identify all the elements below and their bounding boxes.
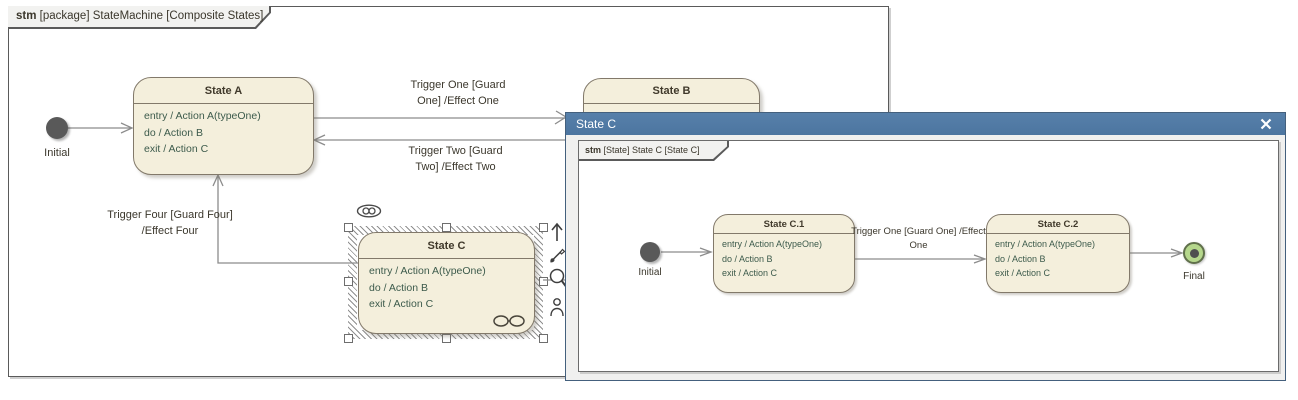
state-a[interactable]: State A entry / Action A(typeOne) do / A… bbox=[133, 77, 314, 175]
frame-title: [package] StateMachine [Composite States… bbox=[36, 10, 264, 22]
state-b-title: State B bbox=[584, 79, 759, 104]
person-icon[interactable] bbox=[549, 297, 565, 318]
inner-initial-label: Initial bbox=[638, 267, 662, 278]
transition-four-label[interactable]: Trigger Four [Guard Four] /Effect Four bbox=[107, 209, 233, 237]
final-node[interactable] bbox=[1183, 242, 1205, 264]
frame-tab-fill bbox=[8, 6, 269, 27]
composite-glasses-icon[interactable] bbox=[492, 314, 526, 328]
transition-one-a-to-b[interactable] bbox=[312, 110, 568, 125]
state-c1[interactable]: State C.1 entry / Action A(typeOne) do /… bbox=[713, 214, 855, 293]
initial-node[interactable] bbox=[46, 117, 68, 139]
inner-initial-node[interactable] bbox=[640, 242, 660, 262]
transition-initial-to-c1[interactable] bbox=[661, 247, 713, 257]
state-c-entry: entry / Action A(typeOne) bbox=[369, 265, 486, 277]
transition-two-b-to-a[interactable] bbox=[312, 134, 570, 146]
inner-frame-keyword: stm bbox=[585, 145, 602, 155]
state-c2-do: do / Action B bbox=[995, 253, 1046, 264]
open-arrowhead-icon bbox=[120, 122, 134, 134]
inner-frame-label-tab: stm [State] State C [State C] bbox=[579, 141, 729, 161]
state-c-do: do / Action B bbox=[369, 281, 428, 294]
main-frame-label-tab: stm [package] StateMachine [Composite St… bbox=[8, 6, 271, 29]
close-icon[interactable] bbox=[1260, 118, 1272, 130]
transition-c2-to-final[interactable] bbox=[1128, 248, 1184, 258]
state-c1-exit: exit / Action C bbox=[722, 268, 778, 278]
selection-handle-e[interactable] bbox=[539, 277, 548, 286]
selection-handle-s[interactable] bbox=[442, 334, 451, 343]
transition-c1-to-c2[interactable] bbox=[853, 254, 987, 264]
transition-two-label[interactable]: Trigger Two [Guard Two] /Effect Two bbox=[408, 145, 503, 173]
paintbrush-icon[interactable] bbox=[549, 247, 566, 264]
magnifier-icon[interactable] bbox=[548, 267, 568, 290]
window-title: State C bbox=[576, 117, 617, 131]
state-c-window[interactable]: State C stm [State] State C [State C] bbox=[565, 112, 1286, 381]
state-c-exit: exit / Action C bbox=[369, 298, 434, 310]
transition-initial-to-a[interactable] bbox=[68, 122, 134, 134]
state-c2-exit: exit / Action C bbox=[995, 268, 1051, 278]
state-c1-title: State C.1 bbox=[714, 215, 854, 234]
state-c[interactable]: State C entry / Action A(typeOne) do / A… bbox=[358, 232, 535, 334]
transition-one-label[interactable]: Trigger One [Guard One] /Effect One bbox=[410, 79, 506, 107]
open-arrowhead-icon bbox=[312, 134, 326, 146]
open-arrowhead-icon bbox=[699, 247, 713, 257]
final-node-label: Final bbox=[1183, 271, 1205, 282]
inner-frame-title: [State] State C [State C] bbox=[601, 145, 700, 155]
state-a-exit: exit / Action C bbox=[144, 143, 209, 155]
state-a-entry: entry / Action A(typeOne) bbox=[144, 110, 261, 122]
state-c2-title: State C.2 bbox=[987, 215, 1129, 234]
state-a-title: State A bbox=[134, 78, 313, 104]
transition-four-c-to-a[interactable] bbox=[212, 173, 358, 264]
inner-connectors-layer bbox=[661, 247, 1184, 264]
selection-handle-se[interactable] bbox=[539, 334, 548, 343]
inner-tab-fill bbox=[579, 141, 727, 159]
initial-node-label: Initial bbox=[44, 147, 70, 159]
selection-handle-sw[interactable] bbox=[344, 334, 353, 343]
selection-handle-ne[interactable] bbox=[539, 223, 548, 232]
arrow-up-icon[interactable] bbox=[549, 221, 565, 243]
state-c1-do: do / Action B bbox=[722, 253, 773, 264]
state-c1-entry: entry / Action A(typeOne) bbox=[722, 239, 823, 249]
inner-transition-label[interactable]: Trigger One [Guard One] /Effect One bbox=[851, 226, 986, 251]
state-a-do: do / Action B bbox=[144, 126, 203, 139]
state-c2-entry: entry / Action A(typeOne) bbox=[995, 239, 1096, 249]
selection-handle-n[interactable] bbox=[442, 223, 451, 232]
open-arrowhead-icon bbox=[1170, 248, 1184, 258]
state-c2[interactable]: State C.2 entry / Action A(typeOne) do /… bbox=[986, 214, 1130, 293]
window-titlebar[interactable]: State C bbox=[566, 113, 1285, 135]
state-c-title: State C bbox=[359, 233, 534, 259]
selection-handle-w[interactable] bbox=[344, 277, 353, 286]
open-arrowhead-icon bbox=[212, 173, 224, 187]
selection-handle-nw[interactable] bbox=[344, 223, 353, 232]
open-arrowhead-icon bbox=[973, 254, 987, 264]
final-node-dot bbox=[1189, 248, 1199, 258]
state-c-inner-diagram[interactable]: stm [State] State C [State C] Initi bbox=[578, 140, 1279, 372]
eye-icon bbox=[356, 204, 382, 218]
frame-keyword: stm bbox=[16, 10, 37, 22]
